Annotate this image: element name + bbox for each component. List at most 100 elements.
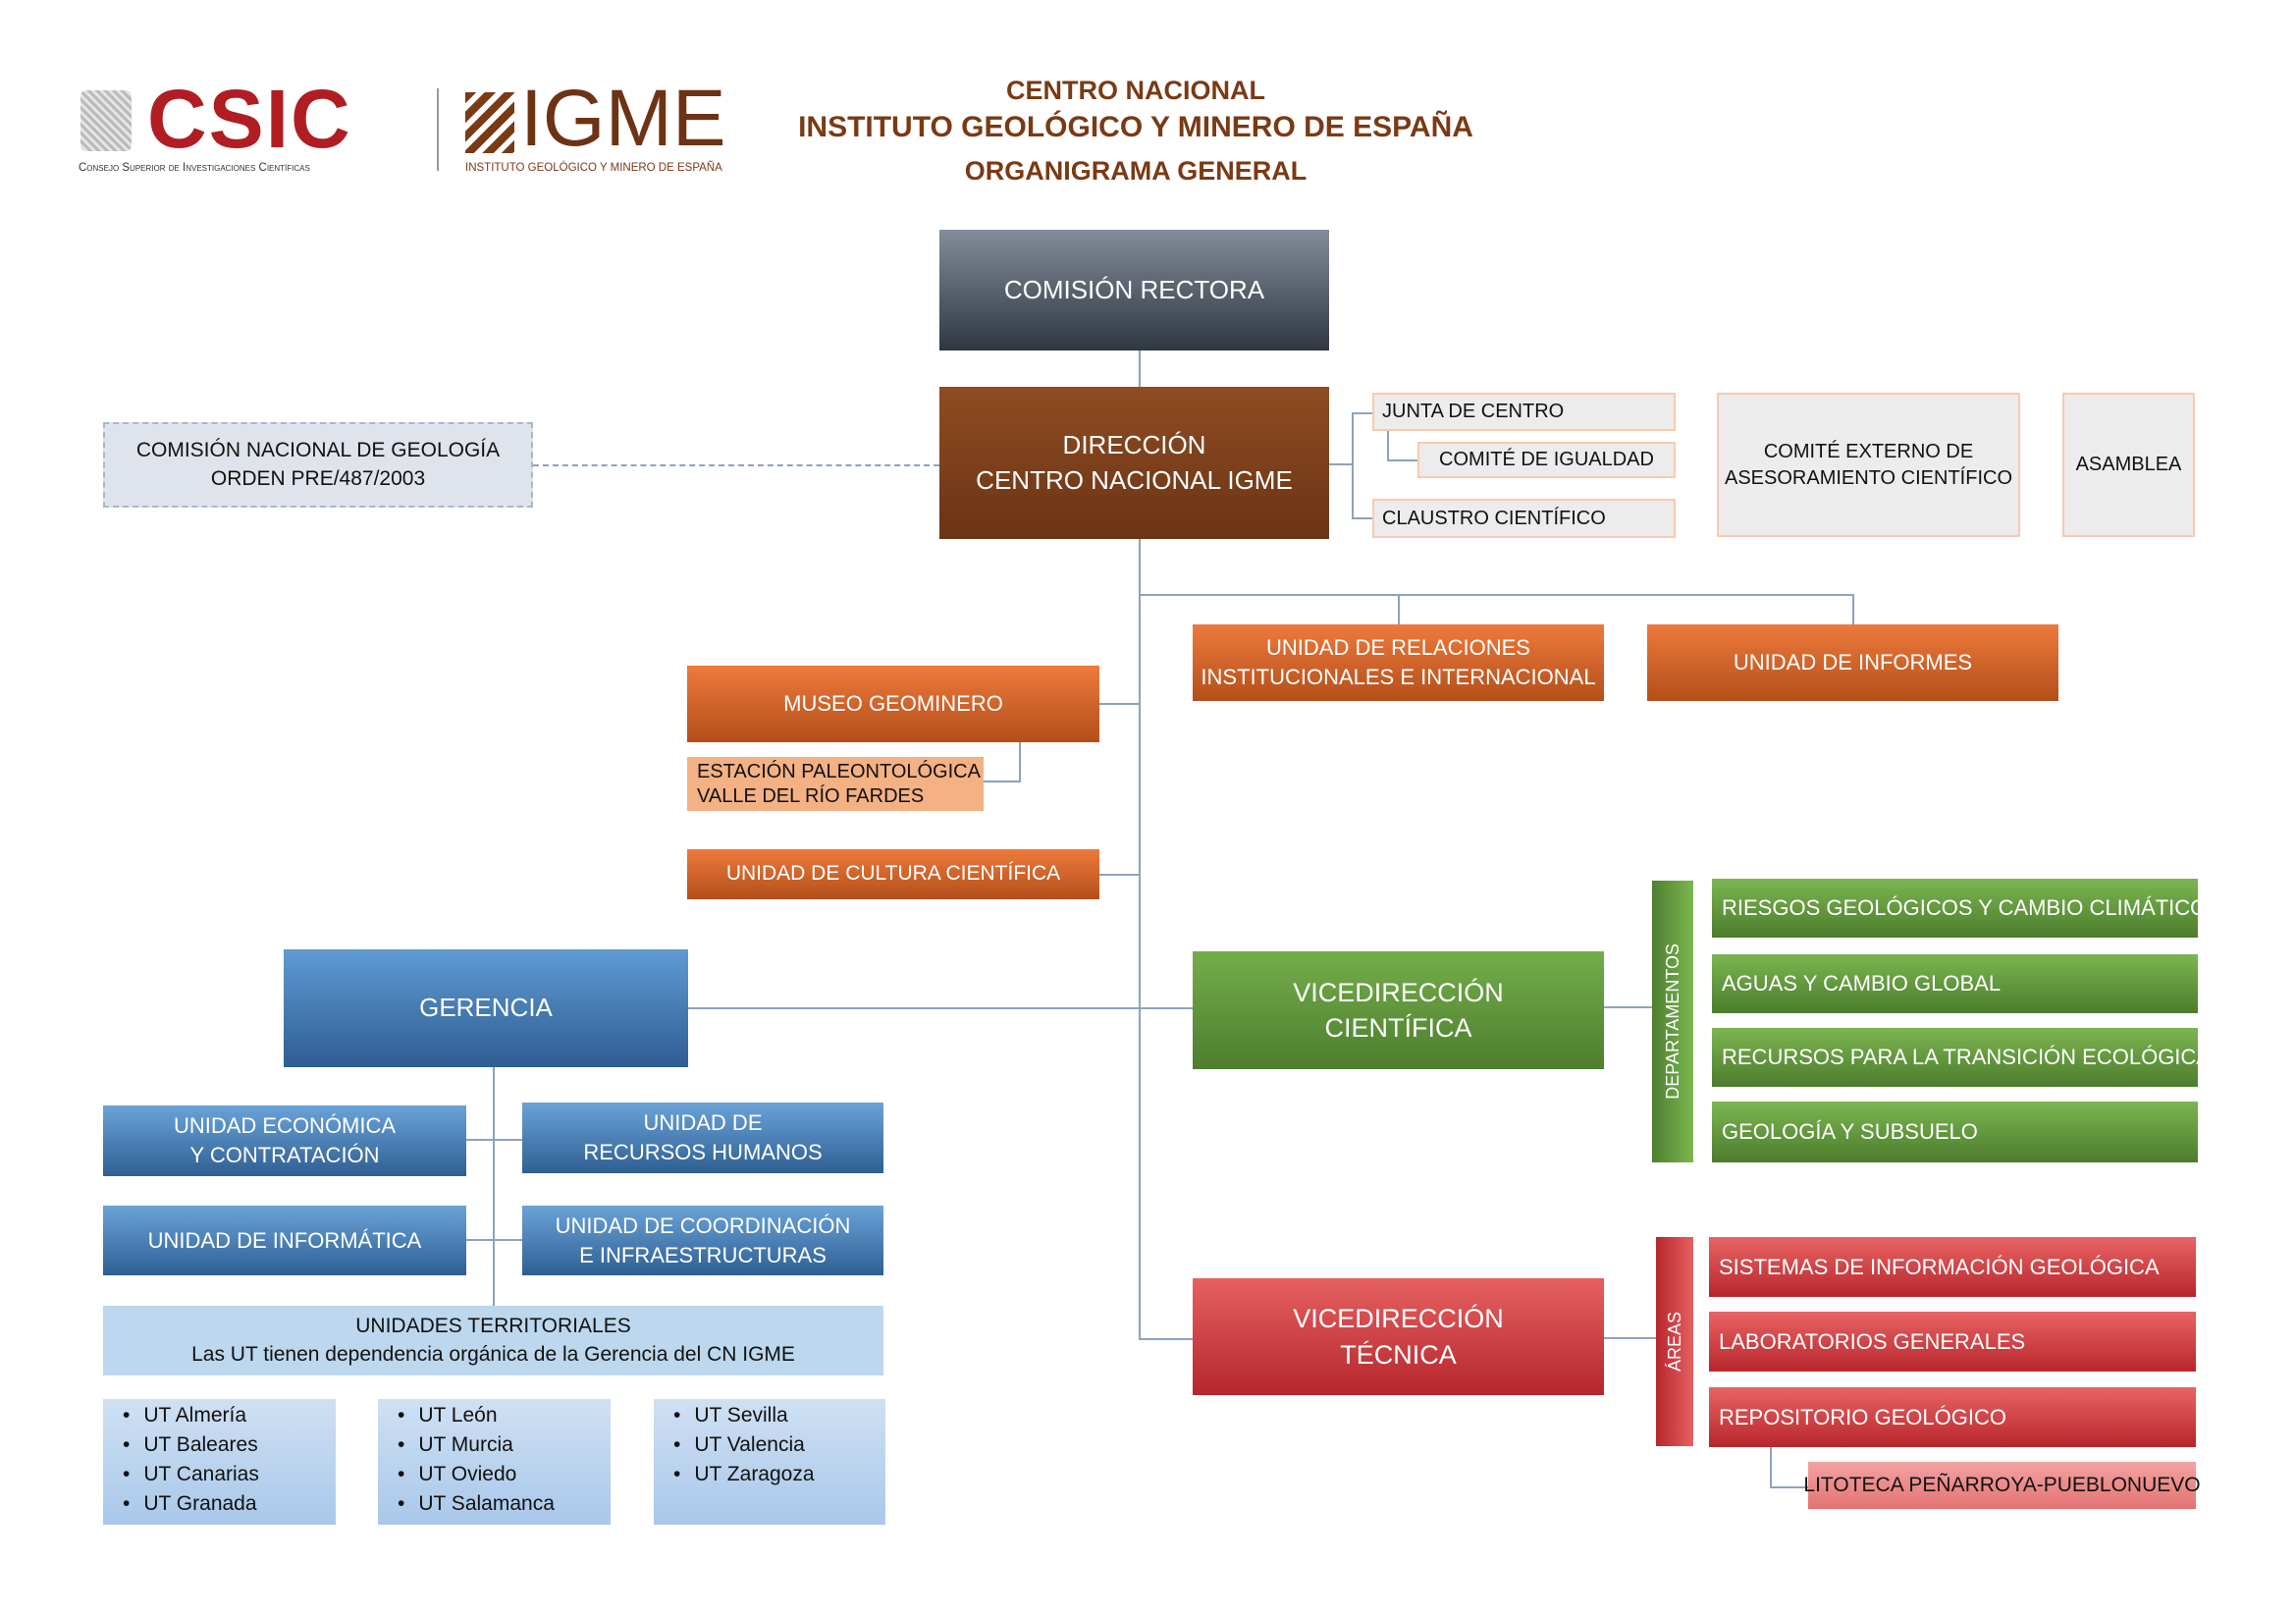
header-line2: INSTITUTO GEOLÓGICO Y MINERO DE ESPAÑA [798,111,1473,143]
vice-tecnica-sublabel: TÉCNICA [1340,1339,1457,1370]
cultura-label: UNIDAD DE CULTURA CIENTÍFICA [725,862,1061,886]
departamento-label: RECURSOS PARA LA TRANSICIÓN ECOLÓGICA [1722,1045,2211,1070]
territoriales-label: UNIDADES TERRITORIALES [355,1315,631,1338]
economica-box[interactable]: UNIDAD ECONÓMICA Y CONTRATACIÓN [103,1105,466,1176]
connector [1604,1337,1656,1339]
comision-nacional-order: ORDEN PRE/487/2003 [210,466,426,490]
connector [688,1007,1193,1009]
comision-rectora-box[interactable]: COMISIÓN RECTORA [939,230,1329,350]
ut-item: UT Baleares [123,1430,336,1460]
coordinacion-sublabel: E INFRAESTRUCTURAS [579,1242,827,1267]
territoriales-note: Las UT tienen dependencia orgánica de la… [191,1342,795,1366]
territoriales-box[interactable]: UNIDADES TERRITORIALES Las UT tienen depe… [103,1306,883,1375]
connector [1019,742,1021,782]
connector [984,781,1020,782]
departamento-label: GEOLOGÍA Y SUBSUELO [1722,1119,1978,1145]
economica-label: UNIDAD ECONÓMICA [173,1113,397,1139]
ut-item: UT Salamanca [398,1489,611,1519]
estacion-sublabel: VALLE DEL RÍO FARDES [697,784,925,807]
logo-divider [437,88,439,171]
cultura-box[interactable]: UNIDAD DE CULTURA CIENTÍFICA [687,849,1099,899]
connector [493,1067,495,1306]
junta-centro-box[interactable]: JUNTA DE CENTRO [1372,393,1676,431]
comite-externo-label: COMITÉ EXTERNO DE [1763,440,1974,462]
connector [1099,874,1140,876]
museo-label: MUSEO GEOMINERO [783,691,1003,717]
connector [1770,1447,1772,1488]
connector [1387,459,1417,461]
header-line1: CENTRO NACIONAL [1006,76,1265,105]
junta-centro-label: JUNTA DE CENTRO [1382,401,1565,422]
csic-emblem-icon [80,90,132,151]
connector [1852,594,1854,624]
csic-subtitle: Consejo Superior de Investigaciones Cien… [79,162,310,174]
departamentos-bar: DEPARTAMENTOS [1652,881,1693,1162]
departamento-box[interactable]: RECURSOS PARA LA TRANSICIÓN ECOLÓGICA [1712,1028,2211,1087]
vice-cientifica-box[interactable]: VICEDIRECCIÓN CIENTÍFICA [1193,951,1604,1069]
connector [1329,463,1353,465]
ut-item: UT Murcia [398,1430,611,1460]
claustro-label: CLAUSTRO CIENTÍFICO [1382,507,1606,529]
rrhh-label: UNIDAD DE [643,1110,763,1136]
claustro-box[interactable]: CLAUSTRO CIENTÍFICO [1372,499,1676,538]
ut-item: UT Valencia [673,1430,885,1460]
vice-cientifica-label: VICEDIRECCIÓN [1293,977,1504,1007]
connector [1387,431,1389,461]
comision-nacional-box[interactable]: COMISIÓN NACIONAL DE GEOLOGÍA ORDEN PRE/4… [103,422,533,508]
coordinacion-label: UNIDAD DE COORDINACIÓN [555,1212,851,1238]
page-title: ORGANIGRAMA GENERAL [964,156,1308,186]
ut-item: UT Granada [123,1489,336,1519]
ut-list: UT AlmeríaUT BalearesUT CanariasUT Grana… [103,1399,336,1525]
connector [1139,594,1854,596]
connector [1352,412,1372,414]
gerencia-box[interactable]: GERENCIA [284,949,688,1067]
comision-rectora-label: COMISIÓN RECTORA [1003,274,1265,304]
relaciones-label: UNIDAD DE RELACIONES [1266,635,1530,661]
departamento-box[interactable]: RIESGOS GEOLÓGICOS Y CAMBIO CLIMÁTICO [1712,879,2207,938]
departamento-box[interactable]: AGUAS Y CAMBIO GLOBAL [1712,954,2198,1013]
connector [1139,1338,1193,1340]
igme-wordmark: IGME [520,74,726,163]
direccion-label: DIRECCIÓN [1062,430,1206,460]
dashed-connector [533,464,939,466]
ut-item: UT León [398,1401,611,1430]
area-box[interactable]: LABORATORIOS GENERALES [1709,1312,2196,1372]
area-box[interactable]: SISTEMAS DE INFORMACIÓN GEOLÓGICA [1709,1237,2196,1297]
comite-igualdad-label: COMITÉ DE IGUALDAD [1439,449,1654,470]
comite-igualdad-box[interactable]: COMITÉ DE IGUALDAD [1417,442,1676,478]
informes-box[interactable]: UNIDAD DE INFORMES [1647,624,2058,701]
ut-item: UT Canarias [123,1460,336,1489]
museo-box[interactable]: MUSEO GEOMINERO [687,666,1099,742]
area-box[interactable]: REPOSITORIO GEOLÓGICO [1709,1387,2196,1447]
vice-cientifica-sublabel: CIENTÍFICA [1324,1013,1472,1043]
area-label: LABORATORIOS GENERALES [1719,1328,2026,1354]
estacion-label: ESTACIÓN PALEONTOLÓGICA [697,760,981,782]
departamento-box[interactable]: GEOLOGÍA Y SUBSUELO [1712,1102,2198,1162]
connector [466,1139,522,1141]
connector [1099,703,1140,705]
ut-item: UT Oviedo [398,1460,611,1489]
litoteca-label: LITOTECA PEÑARROYA-PUEBLONUEVO [1803,1473,2201,1496]
informatica-box[interactable]: UNIDAD DE INFORMÁTICA [103,1206,466,1275]
departamento-label: RIESGOS GEOLÓGICOS Y CAMBIO CLIMÁTICO [1722,895,2208,921]
coordinacion-box[interactable]: UNIDAD DE COORDINACIÓN E INFRAESTRUCTURAS [522,1206,883,1275]
departamentos-label: DEPARTAMENTOS [1662,943,1682,1100]
ut-item: UT Zaragoza [673,1460,885,1489]
asamblea-box[interactable]: ASAMBLEA [2062,393,2195,537]
vice-tecnica-box[interactable]: VICEDIRECCIÓN TÉCNICA [1193,1278,1604,1395]
economica-sublabel: Y CONTRATACIÓN [189,1143,380,1167]
igme-subtitle: INSTITUTO GEOLÓGICO Y MINERO DE ESPAÑA [465,162,722,174]
vice-tecnica-label: VICEDIRECCIÓN [1293,1304,1504,1334]
litoteca-box[interactable]: LITOTECA PEÑARROYA-PUEBLONUEVO [1803,1462,2201,1509]
igme-emblem-icon [465,92,514,153]
csic-wordmark: CSIC [147,73,352,165]
connector [1352,412,1354,519]
igme-logo: IGME INSTITUTO GEOLÓGICO Y MINERO DE ESP… [463,74,768,177]
informes-label: UNIDAD DE INFORMES [1733,650,1973,675]
comision-nacional-label: COMISIÓN NACIONAL DE GEOLOGÍA [135,439,501,462]
